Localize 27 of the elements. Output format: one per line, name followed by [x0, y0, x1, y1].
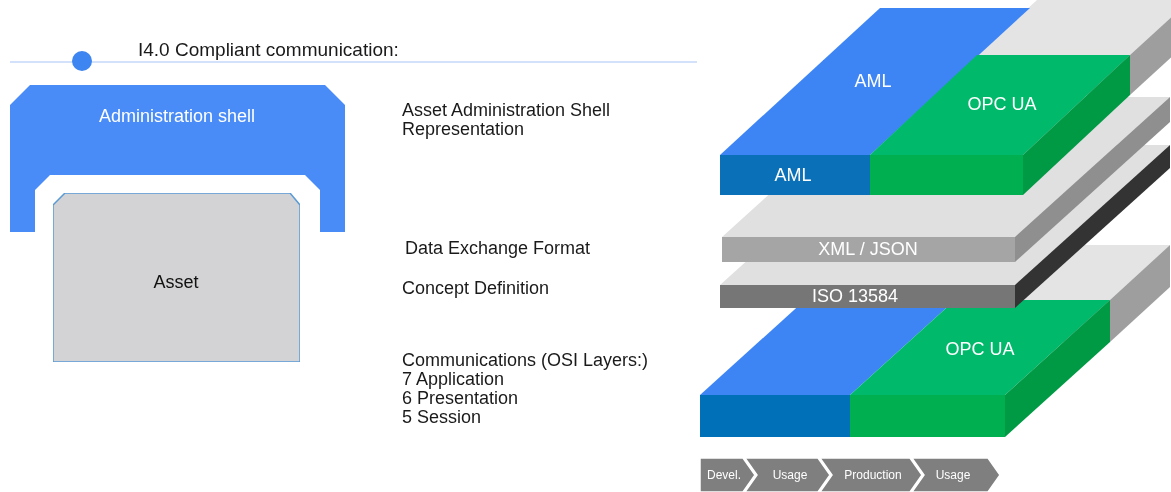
- layer-description: 6 Presentation: [402, 389, 519, 408]
- layer-description: Communications (OSI Layers:): [402, 351, 649, 370]
- layer-label: XML / JSON: [818, 240, 918, 260]
- chevron-step: [700, 458, 755, 492]
- layer-label: OPC UA: [967, 95, 1037, 115]
- step-label: Usage: [772, 469, 808, 483]
- layer-label: AML: [774, 166, 812, 186]
- layer-front-face: [700, 395, 850, 437]
- title: I4.0 Compliant communication:: [138, 40, 399, 59]
- administration-shell: [10, 85, 345, 232]
- step-label: Production: [844, 469, 902, 483]
- layer-label: OPC UA: [945, 340, 1015, 360]
- chevron-step: [745, 458, 830, 492]
- asset-box: [53, 193, 300, 362]
- chevron-step: [820, 458, 922, 492]
- layer-description: Concept Definition: [402, 279, 550, 298]
- layer-description: 7 Application: [402, 370, 505, 389]
- node-label: Asset: [153, 273, 199, 293]
- layer-description: 5 Session: [402, 408, 482, 427]
- step-label: Devel.: [707, 469, 741, 483]
- layer-label: ISO 13584: [811, 287, 899, 307]
- step-label: Usage: [935, 469, 971, 483]
- layer-label: AML: [854, 72, 892, 92]
- node-label: Administration shell: [98, 107, 256, 127]
- chevron-step: [912, 458, 1000, 492]
- layer-description: Data Exchange Format: [405, 239, 591, 258]
- layer-description: Asset Administration Shell Representation: [402, 101, 612, 139]
